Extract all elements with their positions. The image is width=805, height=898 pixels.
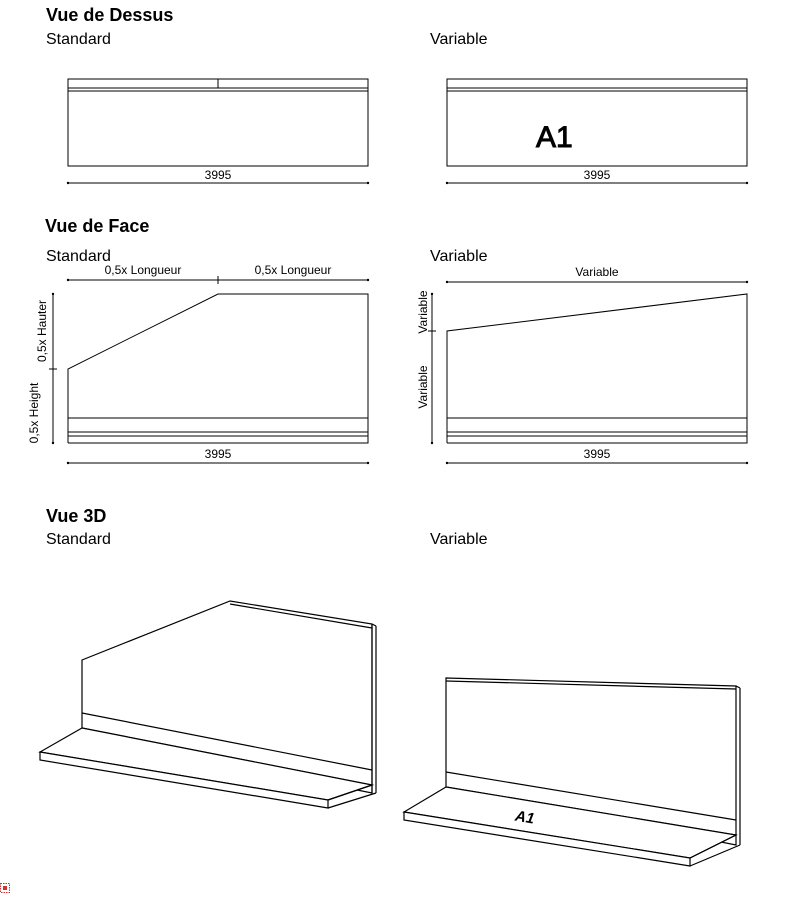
top-standard-length-label: 3995 (205, 168, 232, 182)
grid-icon (0, 880, 10, 893)
front-variable-dimension-lines (428, 280, 749, 465)
top-view-title: Vue de Dessus (46, 5, 174, 25)
front-view-title: Vue de Face (45, 216, 150, 236)
top-variable-outline (446, 78, 748, 167)
front-standard-half-length-left: 0,5x Longueur (105, 263, 182, 277)
front-standard-outline (67, 293, 369, 444)
front-variable-length-label: 3995 (584, 447, 611, 461)
front-view-standard-label: Standard (46, 248, 111, 265)
front-variable-outline (446, 293, 748, 444)
iso-variable-mark: A1 (513, 807, 536, 827)
iso-variable-model (402, 677, 741, 867)
front-standard-half-height-en: 0,5x Height (27, 382, 41, 443)
top-standard-outline (67, 78, 369, 167)
iso-view-variable-label: Variable (430, 531, 488, 548)
front-variable-upper-height-label: Variable (416, 290, 430, 333)
front-view-variable-label: Variable (430, 248, 488, 265)
iso-view-standard-label: Standard (46, 531, 111, 548)
top-variable-mark: A1 (536, 121, 573, 154)
front-variable-top-label: Variable (575, 265, 618, 279)
front-standard-length-label: 3995 (205, 447, 232, 461)
front-standard-half-length-right: 0,5x Longueur (255, 263, 332, 277)
iso-standard-model (38, 600, 377, 809)
top-variable-length-label: 3995 (584, 168, 611, 182)
front-standard-dimension-lines (49, 276, 370, 465)
top-view-variable-label: Variable (430, 31, 488, 48)
front-standard-half-height-fr: 0,5x Hauter (35, 300, 49, 362)
top-view-standard-label: Standard (46, 31, 111, 48)
iso-view-title: Vue 3D (46, 506, 107, 526)
front-variable-lower-height-label: Variable (416, 365, 430, 408)
